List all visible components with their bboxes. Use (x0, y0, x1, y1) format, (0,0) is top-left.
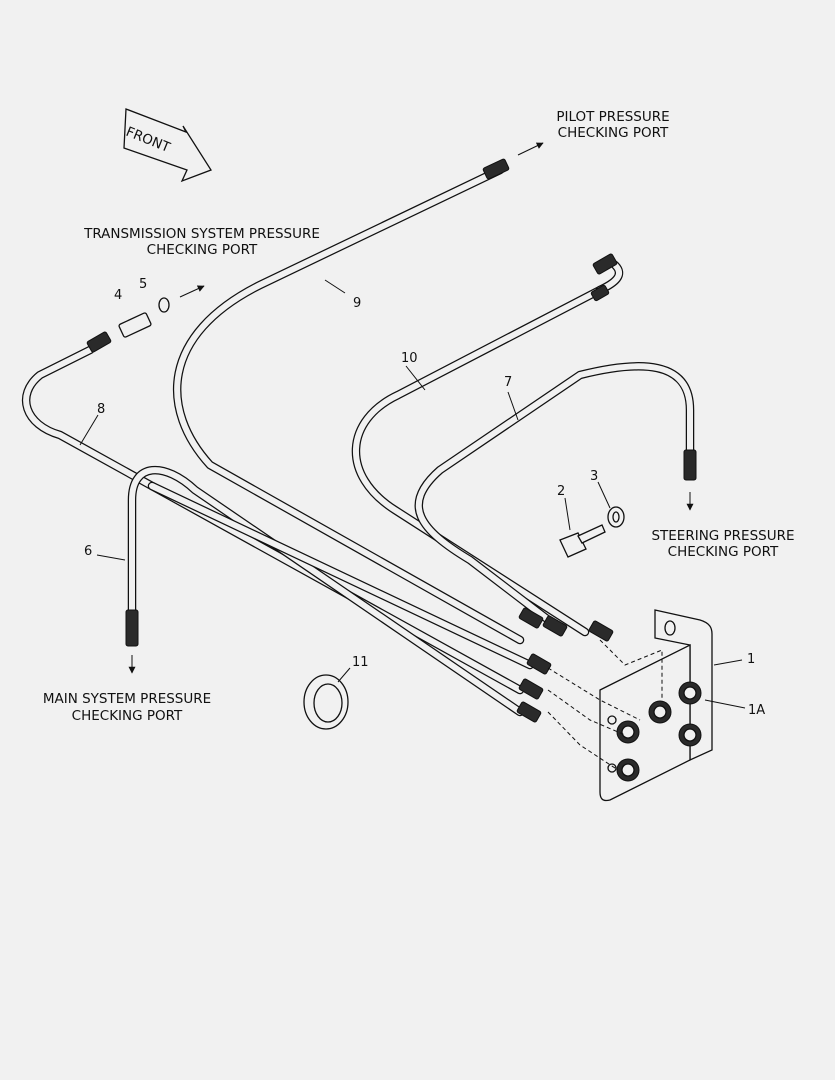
part-number-1a: 1A (748, 703, 765, 718)
adapter-fitting (118, 312, 152, 338)
steering-pressure-label-2: CHECKING PORT (668, 544, 779, 560)
pilot-pressure-label-2: CHECKING PORT (558, 125, 669, 141)
quick-couplers (616, 681, 702, 782)
steering-pressure-label-1: STEERING PRESSURE (651, 528, 794, 544)
part-number-2: 2 (557, 484, 565, 499)
hose-fittings (86, 158, 697, 723)
o-ring (158, 297, 170, 313)
part-number-5: 5 (139, 277, 147, 292)
leader-lines (79, 279, 746, 709)
bolt (559, 524, 606, 558)
part-number-3: 3 (590, 469, 598, 484)
hose-6-branch (147, 481, 535, 670)
hose-8 (21, 345, 525, 695)
main-pressure-label-1: MAIN SYSTEM PRESSURE (43, 691, 211, 707)
part-number-11: 11 (352, 655, 369, 670)
hose-6 (127, 465, 525, 717)
part-number-9: 9 (353, 296, 361, 311)
washer (607, 506, 625, 528)
pilot-pressure-label-1: PILOT PRESSURE (556, 109, 669, 125)
hose-10 (351, 285, 605, 637)
direction-arrows (128, 142, 694, 674)
part-number-1: 1 (747, 652, 755, 667)
transmission-pressure-label-1: TRANSMISSION SYSTEM PRESSURE (83, 226, 320, 242)
hose-7 (414, 362, 695, 630)
part-number-8: 8 (97, 402, 105, 417)
part-number-6: 6 (84, 544, 92, 559)
front-arrow: FRONT (123, 108, 212, 183)
main-pressure-label-2: CHECKING PORT (72, 708, 183, 724)
hose-9 (172, 165, 525, 645)
part-number-4: 4 (114, 288, 122, 303)
grommet (303, 674, 349, 730)
part-number-7: 7 (504, 375, 512, 390)
part-number-10: 10 (401, 351, 418, 366)
transmission-pressure-label-2: CHECKING PORT (147, 242, 258, 258)
